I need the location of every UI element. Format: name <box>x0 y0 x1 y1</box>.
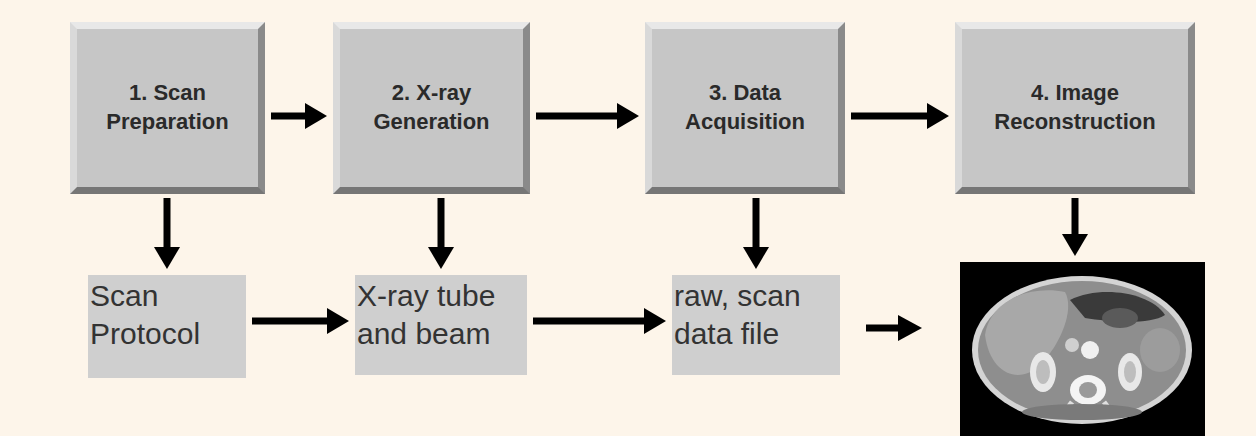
arrow-shaft <box>252 318 331 325</box>
process-box: 1. Scan Preparation <box>70 22 265 194</box>
arrow-shaft <box>851 113 931 120</box>
arrow-head <box>327 308 349 334</box>
arrow-head <box>927 103 949 129</box>
arrow-head <box>644 308 666 334</box>
box-label: 2. X-ray Generation <box>348 79 515 136</box>
arrow-shaft <box>438 198 445 251</box>
arrow-shaft <box>753 198 760 251</box>
output-label-box: X-ray tube and beam <box>355 275 527 375</box>
flow-arrow <box>536 103 639 129</box>
arrow-head <box>743 247 769 269</box>
arrow-head <box>428 247 454 269</box>
output-label-box: raw, scan data file <box>672 275 840 375</box>
process-box: 3. Data Acquisition <box>645 22 845 194</box>
flow-arrow <box>154 198 180 269</box>
box-label: raw, scan data file <box>674 277 836 352</box>
arrow-shaft <box>271 113 309 120</box>
flow-arrow <box>252 308 349 334</box>
flow-arrow <box>743 198 769 269</box>
box-label: X-ray tube and beam <box>357 277 523 352</box>
box-label: 1. Scan Preparation <box>85 79 250 136</box>
flow-arrow <box>533 308 666 334</box>
arrow-shaft <box>536 113 621 120</box>
arrow-head <box>305 103 327 129</box>
ct-image <box>960 262 1205 436</box>
arrow-shaft <box>533 318 648 325</box>
down-arrow <box>1062 198 1088 256</box>
process-box: 4. Image Reconstruction <box>955 22 1195 194</box>
flow-arrow <box>428 198 454 269</box>
output-label-box: Scan Protocol <box>88 275 246 378</box>
arrow-head <box>617 103 639 129</box>
right-arrow <box>866 315 922 341</box>
box-label: 3. Data Acquisition <box>660 79 830 136</box>
box-label: 4. Image Reconstruction <box>970 79 1180 136</box>
box-label: Scan Protocol <box>90 277 242 352</box>
arrow-head <box>154 247 180 269</box>
arrow-shaft <box>164 198 171 251</box>
flow-arrow <box>851 103 949 129</box>
process-box: 2. X-ray Generation <box>333 22 530 194</box>
flow-arrow <box>271 103 327 129</box>
